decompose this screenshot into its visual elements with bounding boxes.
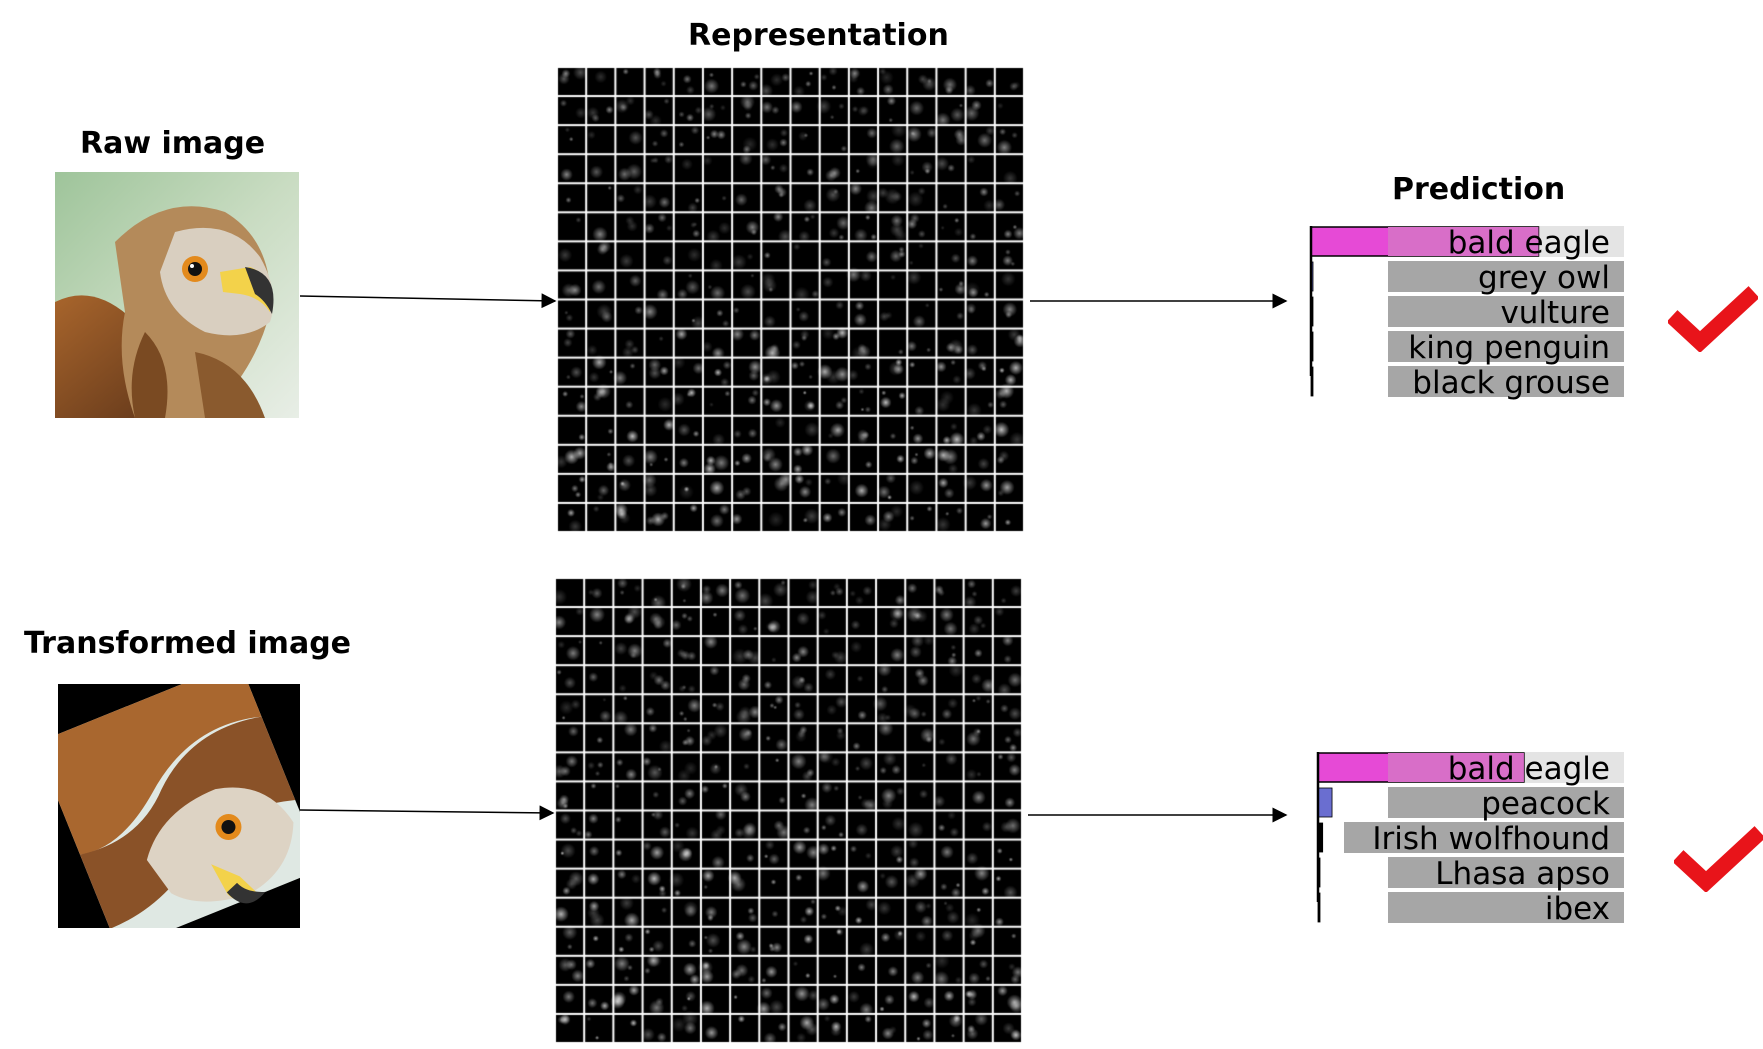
check-icon	[1668, 286, 1758, 352]
prediction-bar-overlay	[1388, 227, 1539, 256]
representation-feature-map-raw	[556, 66, 1025, 533]
representation-feature-map-transformed	[554, 577, 1023, 1044]
prediction-label-box	[1388, 892, 1624, 923]
prediction-label: bald eagle	[1448, 225, 1610, 261]
prediction-label: Prediction	[1392, 172, 1566, 207]
prediction-label-box	[1388, 366, 1624, 397]
prediction-label-box	[1388, 787, 1624, 818]
prediction-label: peacock	[1481, 786, 1610, 822]
prediction-bar	[1317, 787, 1333, 818]
prediction-label: Irish wolfhound	[1372, 821, 1610, 857]
prediction-label-box	[1388, 261, 1624, 292]
prediction-label-box	[1388, 296, 1624, 327]
prediction-label: grey owl	[1478, 260, 1610, 296]
prediction-label: bald eagle	[1448, 751, 1610, 787]
prediction-label: king penguin	[1408, 330, 1610, 366]
transformed-image	[58, 684, 300, 928]
raw-image-label: Raw image	[80, 126, 266, 161]
transformed-image-label: Transformed image	[24, 626, 352, 661]
prediction-label: Lhasa apso	[1435, 856, 1610, 892]
arrow-right-icon	[299, 293, 557, 309]
check-icon	[1674, 826, 1763, 892]
prediction-label: vulture	[1500, 295, 1610, 331]
prediction-bar-overlay	[1388, 753, 1524, 782]
representation-label: Representation	[688, 18, 949, 53]
prediction-label: ibex	[1545, 891, 1610, 927]
prediction-label-box	[1388, 331, 1624, 362]
arrow-right-icon	[299, 805, 555, 821]
prediction-label-box	[1388, 857, 1624, 888]
prediction-label-box	[1344, 822, 1624, 853]
prediction-label: black grouse	[1412, 365, 1610, 401]
raw-image	[55, 172, 299, 418]
